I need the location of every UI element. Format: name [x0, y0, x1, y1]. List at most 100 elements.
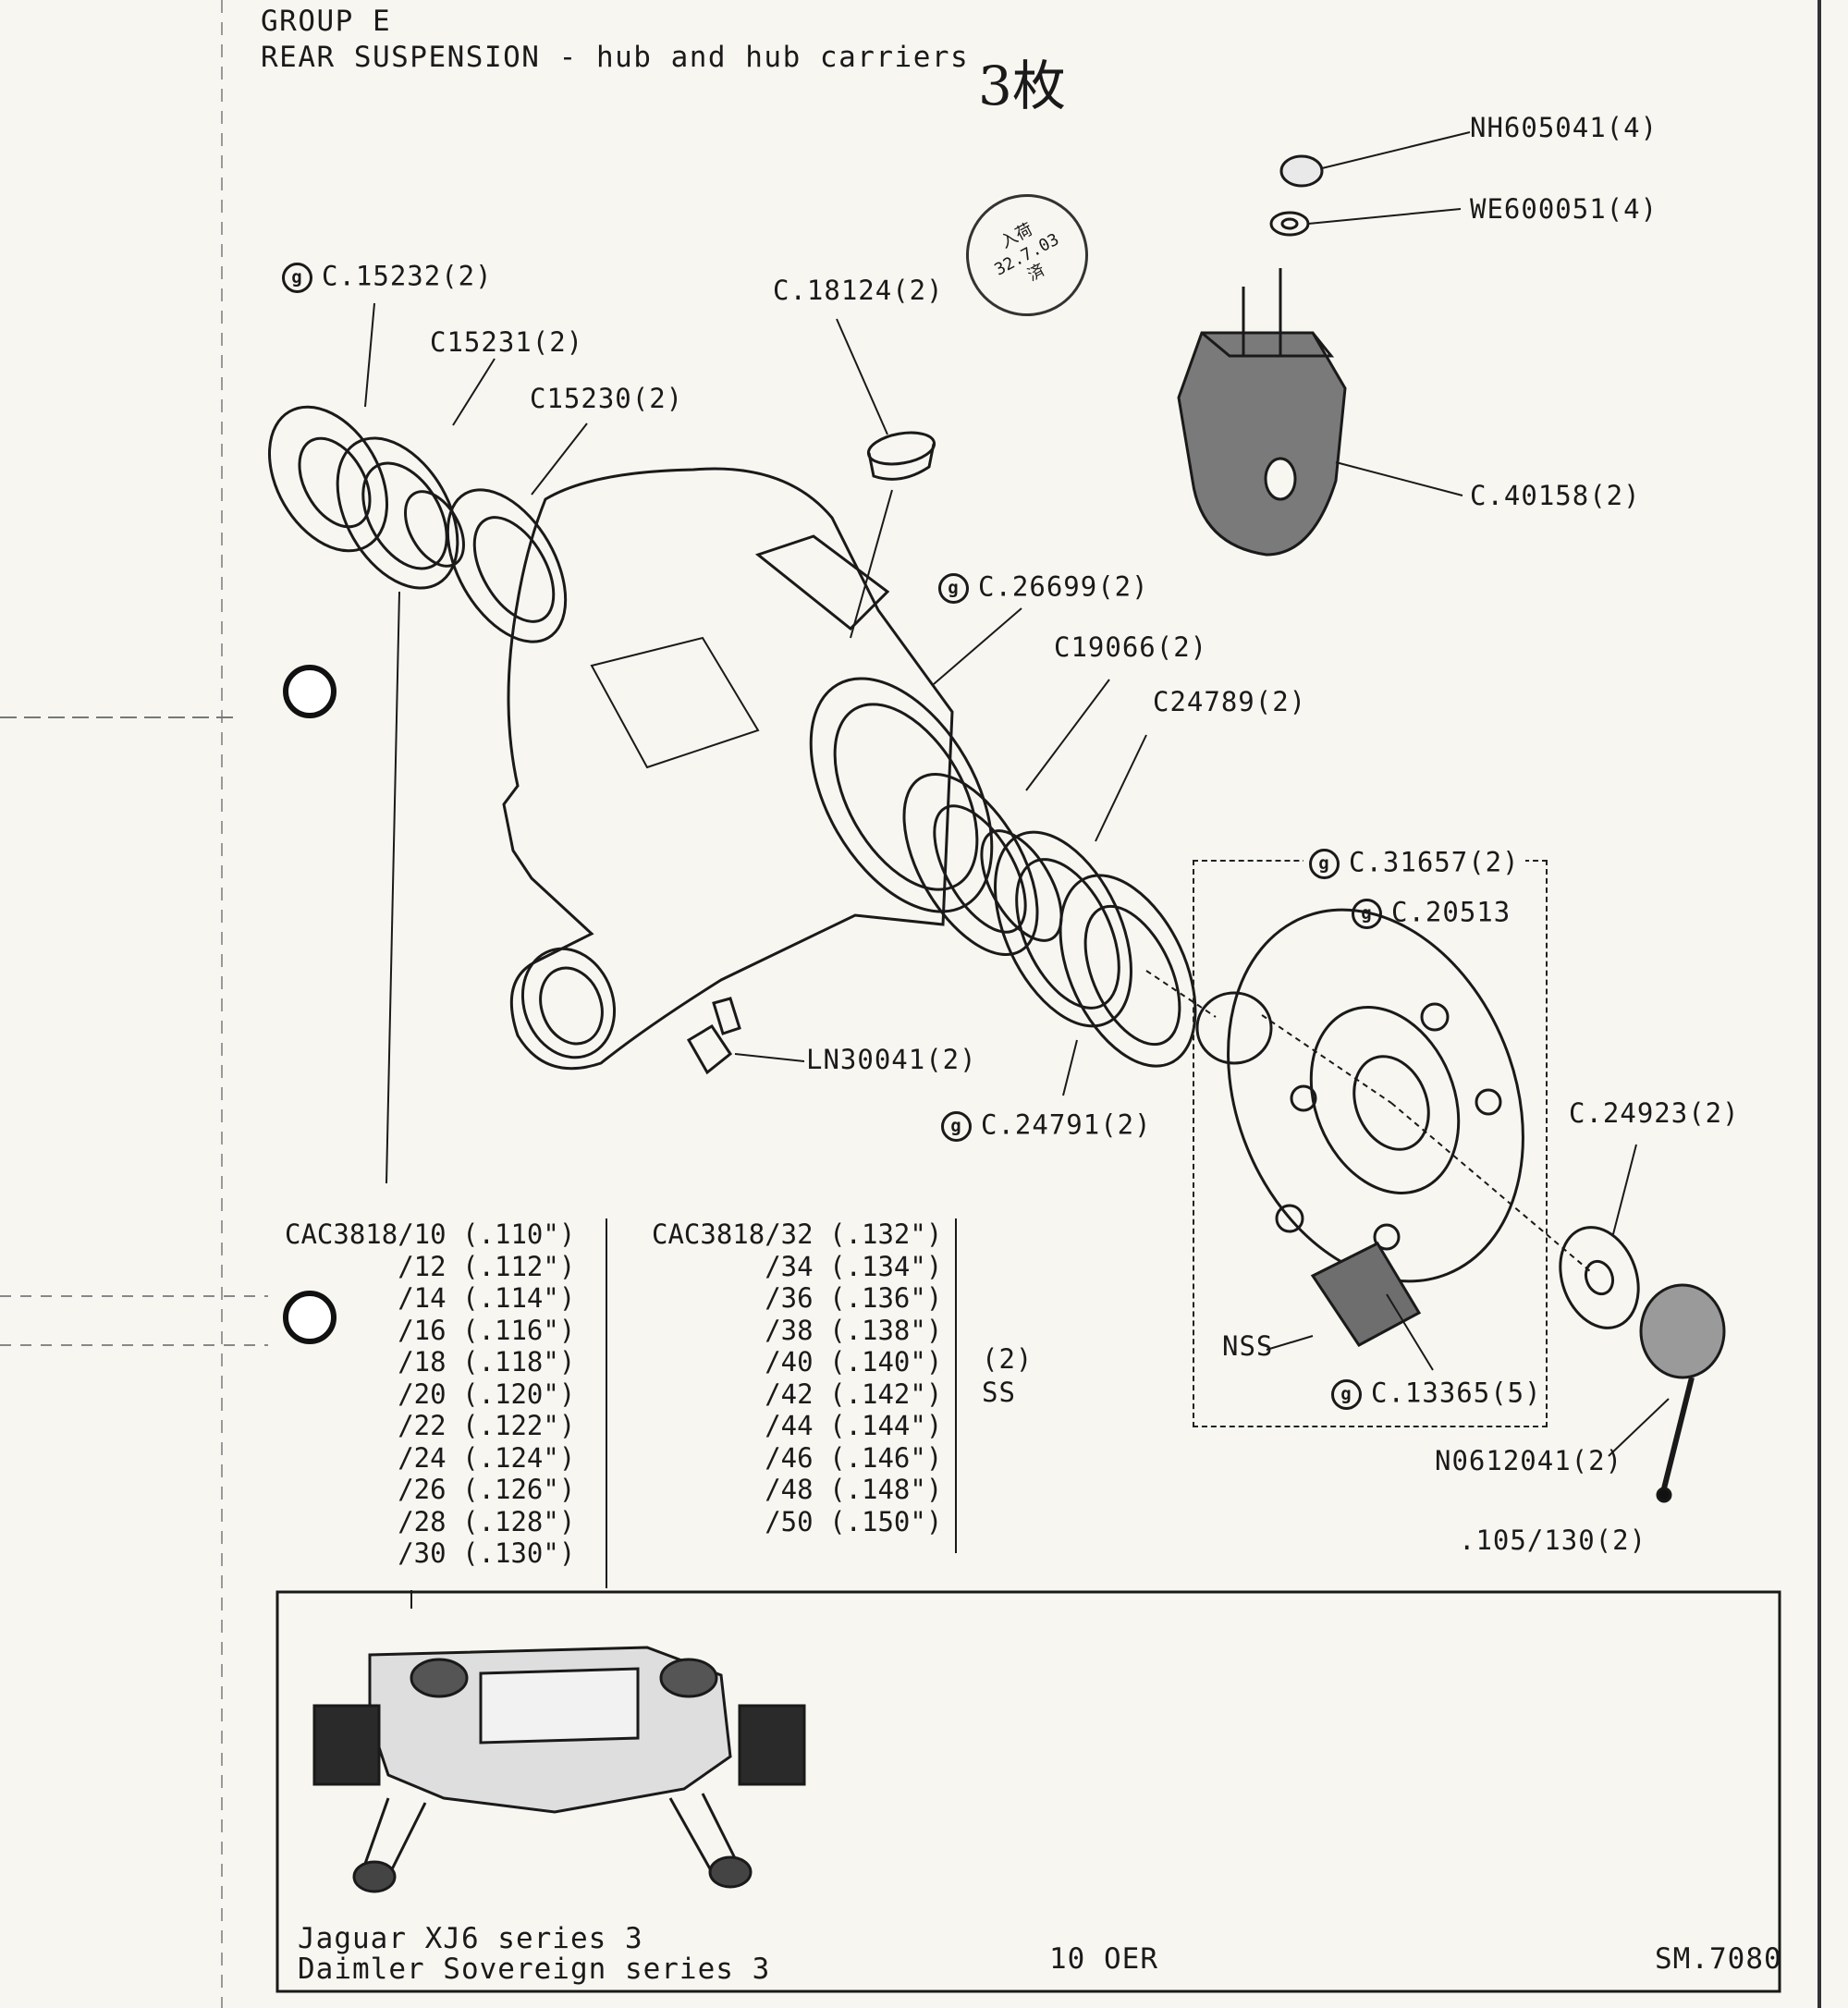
part-label-text: C.24791(2)	[981, 1108, 1152, 1141]
shim-part: /30	[398, 1537, 447, 1569]
shim-part: /42	[765, 1377, 814, 1410]
part-label-split-pin: .105/130(2)	[1459, 1524, 1647, 1556]
shim-size: (.148")	[829, 1474, 943, 1505]
shim-part: /12	[398, 1250, 447, 1282]
shim-row: CAC3818/10 (.110")	[285, 1218, 575, 1251]
shim-part: /46	[765, 1441, 814, 1474]
part-label-oil-seal: C24789(2)	[1153, 686, 1307, 717]
part-label-bearing-inner: C19066(2)	[1054, 631, 1208, 663]
part-label-seal-outer: g C.15232(2)	[282, 263, 493, 293]
shim-row: /40 (.140")	[652, 1346, 942, 1378]
shim-size: (.140")	[829, 1346, 943, 1377]
shim-column-2: CAC3818/32 (.132") /34 (.134") /36 (.136…	[652, 1218, 942, 1537]
shim-size: (.146")	[829, 1441, 943, 1474]
shim-row: /26 (.126")	[285, 1474, 575, 1506]
shim-row: /30 (.130")	[285, 1537, 575, 1570]
shim-size: (.122")	[462, 1410, 576, 1441]
shim-part: /24	[398, 1441, 447, 1474]
shim-row: /50 (.150")	[652, 1506, 942, 1538]
shim-size: (.116")	[462, 1314, 576, 1346]
shim-row: /20 (.120")	[285, 1378, 575, 1411]
shim-part: /36	[765, 1282, 814, 1314]
shim-size: (.132")	[829, 1218, 943, 1250]
shim-size: (.144")	[829, 1410, 943, 1441]
handwritten-note: 3枚	[978, 55, 1066, 117]
part-label-hub-washer: C.24923(2)	[1569, 1097, 1740, 1129]
part-label-washer: WE600051(4)	[1470, 193, 1658, 225]
shim-row: /34 (.134")	[652, 1251, 942, 1283]
shim-row: /48 (.148")	[652, 1474, 942, 1506]
shim-part: /40	[765, 1346, 814, 1377]
page-title: REAR SUSPENSION - hub and hub carriers	[261, 41, 970, 74]
part-label-hub: g C.20513	[1352, 899, 1511, 929]
shim-size: (.114")	[462, 1282, 576, 1314]
shim-part: /44	[765, 1410, 814, 1441]
shim-row: /36 (.136")	[652, 1282, 942, 1315]
shim-row: /16 (.116")	[285, 1315, 575, 1347]
shim-part: /22	[398, 1410, 447, 1441]
service-mark-icon: g	[938, 573, 969, 604]
shim-part: /50	[765, 1505, 814, 1537]
footer-model-jaguar: Jaguar XJ6 series 3	[298, 1922, 643, 1955]
shim-row: /18 (.118")	[285, 1346, 575, 1378]
shim-size: (.126")	[462, 1474, 576, 1505]
part-label-text: C.20513	[1391, 896, 1511, 928]
shim-size: (.150")	[829, 1505, 943, 1537]
service-mark-icon: g	[1331, 1379, 1362, 1410]
shim-row: /38 (.138")	[652, 1315, 942, 1347]
part-label-mount-bracket: C.40158(2)	[1470, 480, 1641, 511]
part-label-carrier: g C.26699(2)	[938, 573, 1149, 604]
shim-size: (.110")	[462, 1218, 576, 1250]
shim-part: CAC3818/10	[285, 1218, 447, 1250]
part-label-text: C.15232(2)	[322, 260, 493, 292]
service-mark-icon: g	[282, 263, 312, 293]
shim-part: /28	[398, 1505, 447, 1537]
shim-quantity: (2)	[982, 1343, 1034, 1375]
part-label-grease-cap: C.18124(2)	[773, 275, 944, 306]
part-label-text: C.13365(5)	[1371, 1377, 1542, 1409]
shim-size: (.138")	[829, 1314, 943, 1346]
shim-row: /44 (.144")	[652, 1410, 942, 1442]
shim-quantity-note: SS	[982, 1377, 1016, 1408]
shim-part: /20	[398, 1377, 447, 1410]
shim-part: /18	[398, 1346, 447, 1377]
shim-row: /24 (.124")	[285, 1442, 575, 1475]
part-label-castle-nut: N0612041(2)	[1435, 1445, 1623, 1476]
shim-part: CAC3818/32	[652, 1218, 814, 1250]
shim-row: /28 (.128")	[285, 1506, 575, 1538]
shim-size: (.124")	[462, 1441, 576, 1474]
service-mark-icon: g	[941, 1111, 972, 1142]
shim-size: (.142")	[829, 1377, 943, 1410]
shim-size: (.134")	[829, 1250, 943, 1282]
footer-date: 10 OER	[1049, 1942, 1158, 1976]
shim-row: /42 (.142")	[652, 1378, 942, 1411]
shim-size: (.136")	[829, 1282, 943, 1314]
part-label-text: C.26699(2)	[978, 570, 1149, 603]
service-mark-icon: g	[1309, 849, 1340, 879]
service-mark-icon: g	[1352, 899, 1382, 929]
part-label-wheel-stud: g C.13365(5)	[1331, 1379, 1542, 1410]
shim-row: /46 (.146")	[652, 1442, 942, 1475]
shim-row: /12 (.112")	[285, 1251, 575, 1283]
shim-row: /22 (.122")	[285, 1410, 575, 1442]
shim-column-1: CAC3818/10 (.110") /12 (.112") /14 (.114…	[285, 1218, 575, 1570]
part-label-seal-inner: g C.24791(2)	[941, 1111, 1152, 1142]
shim-size: (.120")	[462, 1377, 576, 1410]
footer-model-daimler: Daimler Sovereign series 3	[298, 1953, 771, 1986]
shim-size: (.118")	[462, 1346, 576, 1377]
shim-part: /34	[765, 1250, 814, 1282]
part-label-text: C.31657(2)	[1349, 846, 1520, 878]
part-label-spacer: C15231(2)	[430, 326, 584, 358]
shim-row: CAC3818/32 (.132")	[652, 1218, 942, 1251]
part-label-bearing-outer: C15230(2)	[530, 383, 684, 414]
shim-part: /48	[765, 1474, 814, 1505]
part-label-grease-nipple: LN30041(2)	[806, 1044, 977, 1075]
footer-reference: SM.7080	[1655, 1942, 1782, 1976]
shim-size: (.112")	[462, 1250, 576, 1282]
part-label-hub-assembly: g C.31657(2)	[1303, 849, 1525, 879]
shim-part: /14	[398, 1282, 447, 1314]
shim-size: (.128")	[462, 1505, 576, 1537]
group-label: GROUP E	[261, 5, 392, 38]
shim-row: /14 (.114")	[285, 1282, 575, 1315]
